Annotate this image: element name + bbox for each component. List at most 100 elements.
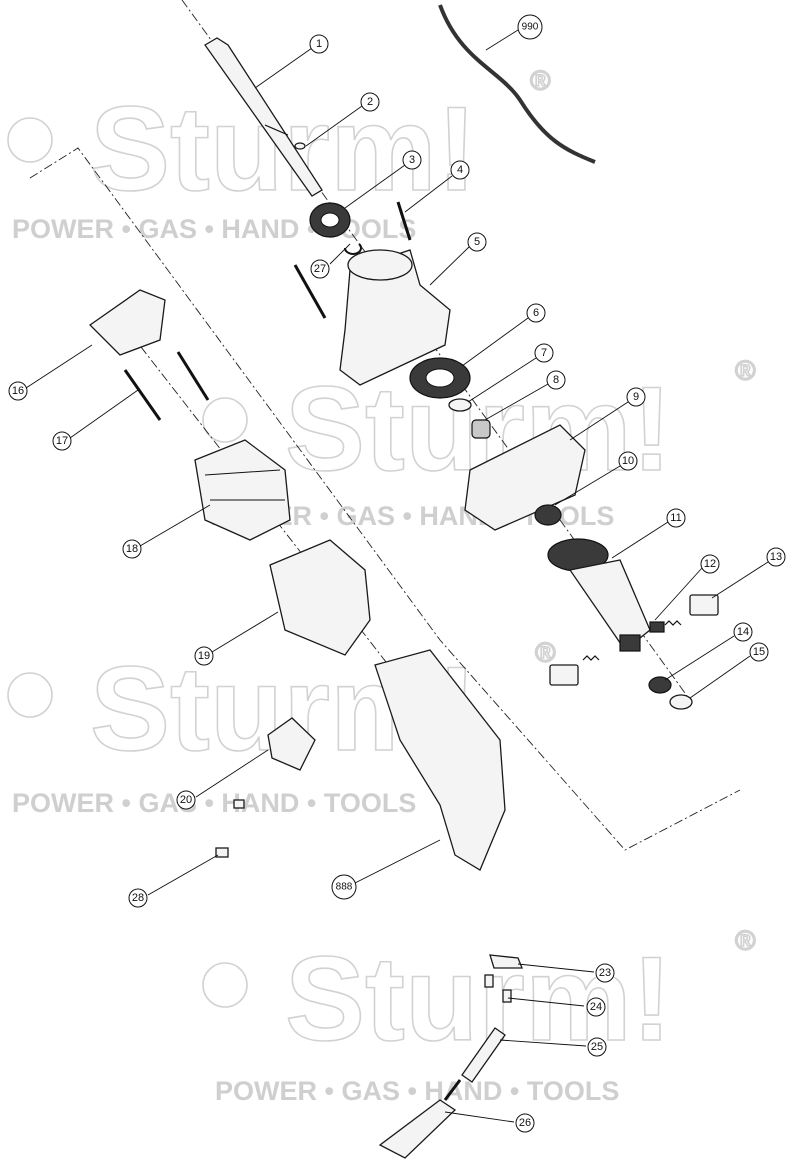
callout-26: 26 <box>515 1113 535 1133</box>
callout-2: 2 <box>360 92 380 112</box>
part-7-washer <box>448 398 472 412</box>
callout-label: 24 <box>590 1001 602 1013</box>
callout-3: 3 <box>402 150 422 170</box>
part-4-screw-b <box>293 264 327 319</box>
part-9-middle-cover <box>464 424 586 531</box>
watermark-logo-dot <box>202 962 248 1008</box>
part-10-bearing <box>534 504 562 526</box>
callout-label: 15 <box>753 646 765 658</box>
callout-28: 28 <box>128 888 148 908</box>
part-18-stator <box>194 439 291 541</box>
callout-label: 17 <box>56 435 68 447</box>
part-17-screw <box>123 369 162 421</box>
callout-label: 28 <box>132 892 144 904</box>
callout-label: 18 <box>126 543 138 555</box>
callout-11: 11 <box>666 508 686 528</box>
housing-outline-line <box>29 147 741 851</box>
callout-6: 6 <box>526 303 546 323</box>
callout-19: 19 <box>194 646 214 666</box>
part-4-screw <box>396 201 412 241</box>
part-screw-small <box>233 799 245 809</box>
watermark-registered: ® <box>735 925 756 956</box>
part-3-bearing <box>309 202 351 238</box>
callout-9: 9 <box>626 387 646 407</box>
callout-13: 13 <box>766 547 786 567</box>
callout-label: 5 <box>474 236 480 248</box>
watermark-brand: Sturm! <box>285 932 672 1066</box>
watermark-tagline: POWER • GAS • HAND • TOOLS <box>12 788 416 818</box>
callout-7: 7 <box>534 343 554 363</box>
callout-14: 14 <box>733 622 753 642</box>
callout-18: 18 <box>122 539 142 559</box>
part-15-washer <box>669 694 693 710</box>
callout-10: 10 <box>618 451 638 471</box>
callout-label: 23 <box>599 967 611 979</box>
watermark-registered: ® <box>530 65 551 96</box>
callout-label: 13 <box>770 551 782 563</box>
leader-lines <box>25 29 769 1123</box>
part-990-cable <box>438 4 596 164</box>
callout-8: 8 <box>546 370 566 390</box>
callout-label: 27 <box>314 263 326 275</box>
watermark-logo-dot <box>7 117 53 163</box>
callout-1: 1 <box>309 34 329 54</box>
callout-label: 3 <box>409 154 415 166</box>
part-8-bushing <box>471 419 491 439</box>
callout-888: 888 <box>331 874 357 900</box>
callout-12: 12 <box>700 554 720 574</box>
part-13-brush-holder-b <box>549 664 579 686</box>
part-27-circlip <box>344 243 362 255</box>
watermark-logo-dot <box>7 672 53 718</box>
callout-label: 2 <box>367 96 373 108</box>
part-25-cable-sleeve <box>461 1027 506 1083</box>
watermark-tagline: POWER • GAS • HAND • TOOLS <box>215 1076 619 1106</box>
callout-label: 7 <box>541 347 547 359</box>
part-1-spindle <box>204 37 323 197</box>
part-19-motor-housing <box>269 539 371 656</box>
part-2-key <box>294 142 306 150</box>
part-17-screw-b <box>176 351 210 401</box>
callouts: 1 2 3 4 5 6 7 8 9 10 11 12 13 14 15 16 1… <box>8 14 786 1133</box>
watermark-1: Sturm! ® POWER • GAS • HAND • TOOLS <box>7 64 552 244</box>
part-14-washer <box>648 676 672 694</box>
callout-5: 5 <box>467 232 487 252</box>
watermark-logo-dot <box>202 397 248 443</box>
watermark-registered: ® <box>735 355 756 386</box>
part-16-front-cover <box>88 289 166 356</box>
callout-990: 990 <box>517 14 543 40</box>
part-26-plug <box>378 1079 462 1159</box>
callout-label: 8 <box>553 374 559 386</box>
callout-label: 20 <box>180 794 192 806</box>
callout-label: 10 <box>622 455 634 467</box>
watermark-4: Sturm! ® POWER • GAS • HAND • TOOLS <box>202 924 757 1106</box>
callout-27: 27 <box>310 259 330 279</box>
callout-label: 1 <box>316 38 322 50</box>
part-24-screw <box>484 974 494 988</box>
callout-label: 990 <box>522 22 539 33</box>
callout-label: 19 <box>198 650 210 662</box>
callout-24: 24 <box>586 997 606 1017</box>
watermark-registered: ® <box>535 637 556 668</box>
callout-15: 15 <box>749 642 769 662</box>
callout-23: 23 <box>595 963 615 983</box>
part-24-screw-b <box>502 989 512 1003</box>
callout-4: 4 <box>450 160 470 180</box>
callout-label: 14 <box>737 626 749 638</box>
callout-label: 26 <box>519 1117 531 1129</box>
callout-label: 888 <box>336 882 353 893</box>
callout-17: 17 <box>52 431 72 451</box>
part-6-gear <box>409 357 471 399</box>
callout-label: 11 <box>670 512 681 524</box>
callout-16: 16 <box>8 381 28 401</box>
callout-label: 9 <box>633 391 639 403</box>
callout-label: 16 <box>12 385 24 397</box>
part-13-brush-holder <box>689 594 719 616</box>
callout-label: 12 <box>704 558 716 570</box>
callout-label: 6 <box>533 307 539 319</box>
part-11-armature <box>547 538 651 652</box>
part-28-screw <box>215 847 229 858</box>
part-23-cable-clamp <box>489 954 523 969</box>
callout-label: 4 <box>457 164 463 176</box>
